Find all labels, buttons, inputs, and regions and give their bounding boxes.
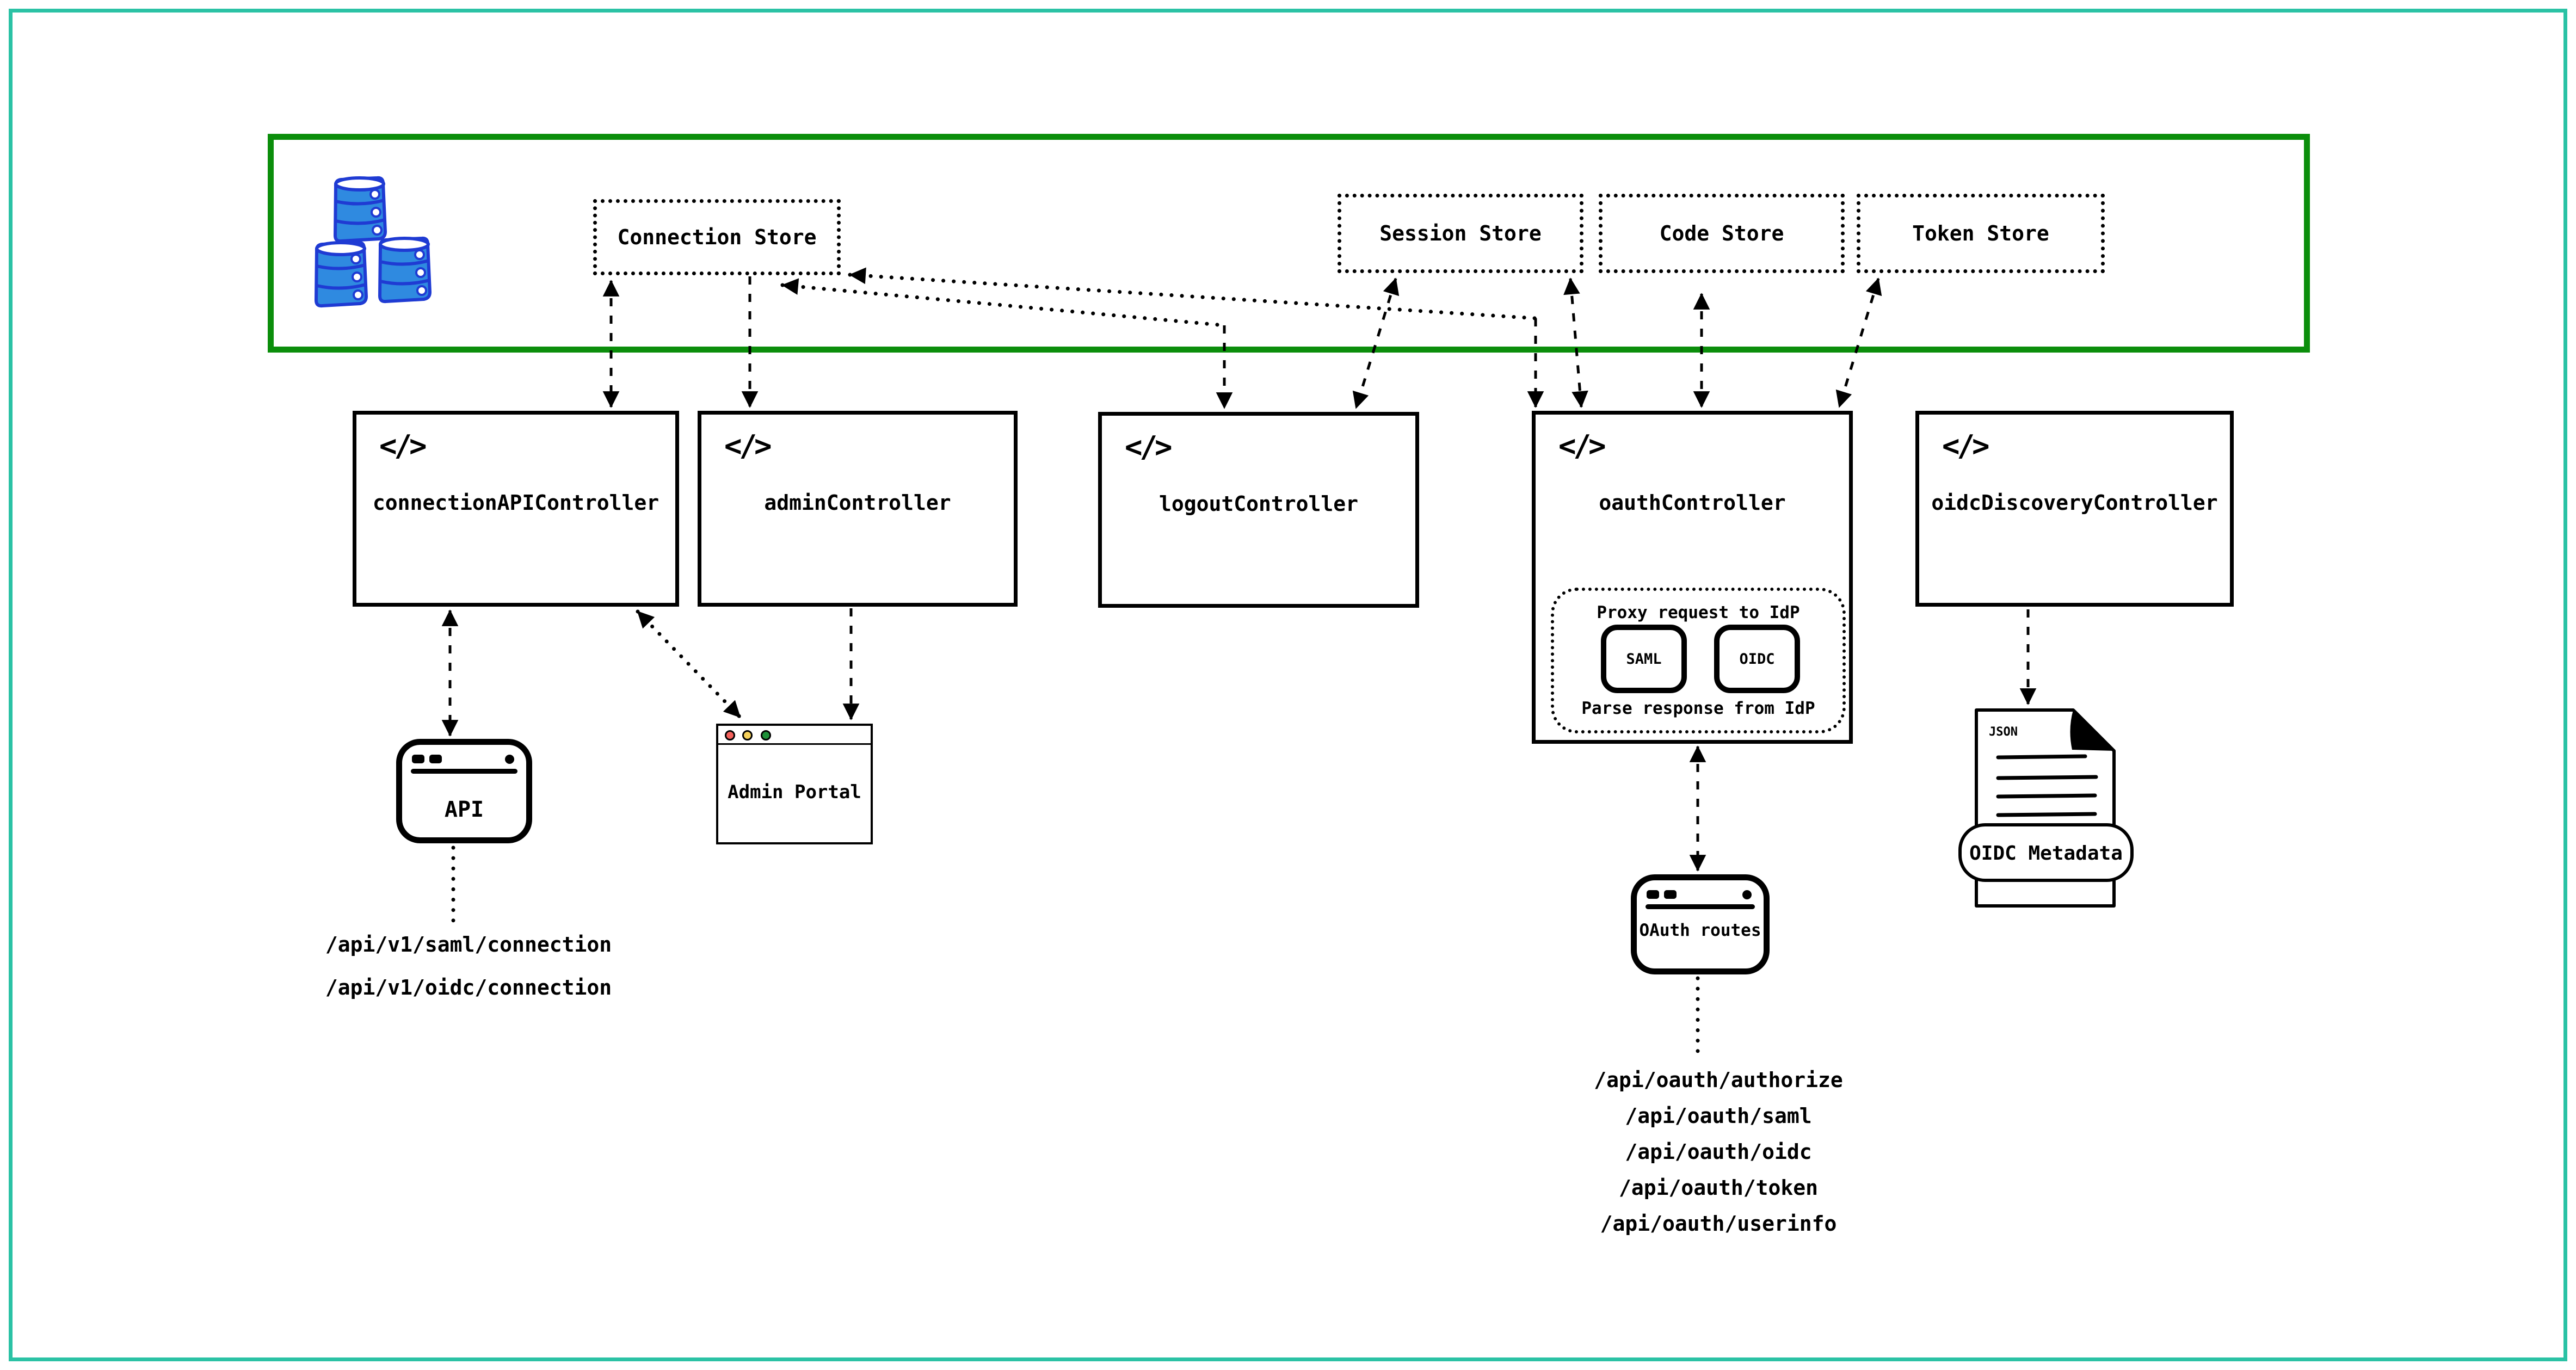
oidc-discovery-controller-box: </> oidcDiscoveryController xyxy=(1915,411,2234,607)
logout-controller-label: logoutController xyxy=(1158,492,1359,516)
code-store-label: Code Store xyxy=(1659,221,1784,245)
window-dot-icon xyxy=(505,755,514,764)
endpoint-text: /api/oauth/userinfo xyxy=(1600,1212,1837,1236)
maximize-icon xyxy=(761,730,771,740)
idp-proxy-box: Proxy request to IdP SAML OIDC Parse res… xyxy=(1551,588,1846,733)
code-icon: </> xyxy=(379,429,427,463)
admin-portal-titlebar xyxy=(718,726,871,745)
oauth-endpoints-list: /api/oauth/authorize /api/oauth/saml /ap… xyxy=(1501,1062,1936,1242)
token-store-label: Token Store xyxy=(1912,221,2049,245)
endpoint-text: /api/oauth/oidc xyxy=(1625,1140,1812,1164)
oauth-controller-label: oauthController xyxy=(1599,491,1786,515)
connection-api-controller-box: </> connectionAPIController xyxy=(353,411,679,607)
outer-border xyxy=(9,9,2567,1361)
code-icon: </> xyxy=(1125,430,1173,464)
endpoint-text: /api/oauth/saml xyxy=(1625,1104,1812,1128)
window-dot-icon xyxy=(1647,890,1659,899)
token-store-box: Token Store xyxy=(1857,194,2105,273)
minimize-icon xyxy=(742,730,753,740)
connection-store-box: Connection Store xyxy=(593,199,841,275)
window-dot-icon xyxy=(1664,890,1677,899)
admin-controller-label: adminController xyxy=(764,491,951,515)
code-store-box: Code Store xyxy=(1599,194,1845,273)
oidc-discovery-controller-label: oidcDiscoveryController xyxy=(1931,491,2218,515)
oidc-button: OIDC xyxy=(1714,625,1800,693)
code-icon: </> xyxy=(1942,429,1990,463)
code-icon: </> xyxy=(1558,429,1606,463)
window-dot-icon xyxy=(412,755,424,763)
session-store-label: Session Store xyxy=(1379,221,1542,245)
window-dot-icon xyxy=(1742,890,1752,899)
saml-button: SAML xyxy=(1601,625,1687,693)
logout-controller-box: </> logoutController xyxy=(1098,412,1419,608)
window-bar xyxy=(411,769,517,774)
endpoint-text: /api/v1/oidc/connection xyxy=(325,976,612,999)
connection-endpoints-list: /api/v1/saml/connection /api/v1/oidc/con… xyxy=(251,923,686,1009)
parse-response-label: Parse response from IdP xyxy=(1581,699,1815,718)
admin-controller-box: </> adminController xyxy=(698,411,1018,607)
window-dot-icon xyxy=(429,755,442,763)
oidc-button-label: OIDC xyxy=(1739,650,1775,668)
session-store-box: Session Store xyxy=(1338,194,1583,273)
admin-portal-window: Admin Portal xyxy=(716,724,873,844)
connection-store-label: Connection Store xyxy=(617,225,817,249)
api-window-label: API xyxy=(444,797,484,822)
code-icon: </> xyxy=(724,429,772,463)
window-bar xyxy=(1646,904,1755,909)
api-window: API xyxy=(396,739,532,843)
oauth-routes-window: OAuth routes xyxy=(1631,874,1770,974)
endpoint-text: /api/oauth/authorize xyxy=(1594,1068,1843,1092)
proxy-request-label: Proxy request to IdP xyxy=(1597,603,1800,622)
connection-api-controller-label: connectionAPIController xyxy=(372,491,660,515)
saml-button-label: SAML xyxy=(1626,650,1662,668)
close-icon xyxy=(725,730,735,740)
endpoint-text: /api/v1/saml/connection xyxy=(325,933,612,956)
oauth-controller-box: </> oauthController Proxy request to IdP… xyxy=(1532,411,1853,744)
endpoint-text: /api/oauth/token xyxy=(1618,1176,1819,1200)
oauth-routes-label: OAuth routes xyxy=(1639,921,1761,940)
admin-portal-label: Admin Portal xyxy=(728,781,861,803)
